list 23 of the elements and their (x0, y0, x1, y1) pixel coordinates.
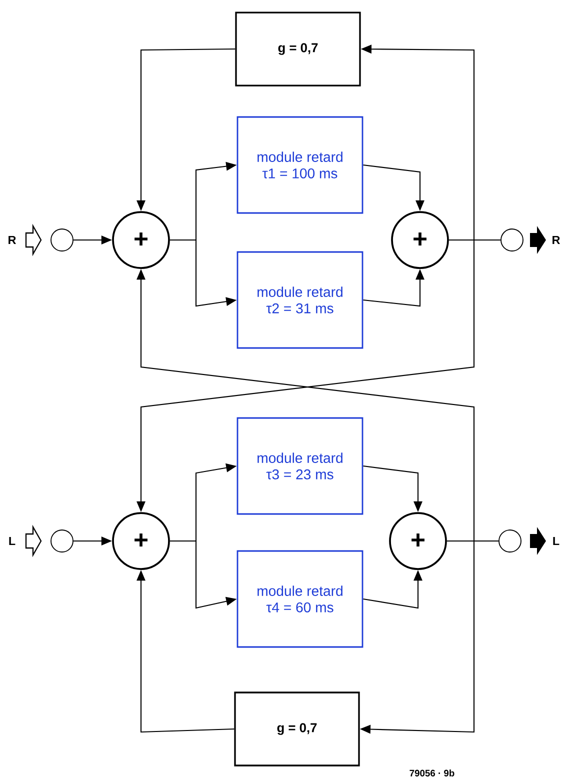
node-label: R (552, 236, 560, 244)
summing-junction: + (112, 512, 170, 570)
summing-junction: + (389, 512, 447, 570)
output-port: R (530, 226, 560, 254)
input-port: L (9, 524, 42, 558)
summing-junction: + (391, 211, 449, 269)
node-label: R (8, 236, 16, 244)
terminal-circle (498, 530, 522, 552)
summing-junction: + (112, 211, 170, 269)
node-label: L (9, 536, 16, 546)
delay-module-box: module retard τ4 = 60 ms (236, 550, 364, 648)
gain-box: g = 0,7 (234, 692, 360, 766)
output-port: L (530, 527, 560, 555)
terminal-circle (500, 228, 524, 252)
node-label: L (553, 536, 560, 546)
terminal-circle (50, 228, 74, 252)
figure-number: 79056 · 9b (410, 770, 454, 776)
delay-module-box: module retard τ3 = 23 ms (236, 417, 364, 515)
delay-module-box: module retard τ1 = 100 ms (236, 116, 364, 214)
delay-module-box: module retard τ2 = 31 ms (236, 251, 364, 349)
gain-box: g = 0,7 (235, 12, 361, 86)
input-port: R (8, 224, 42, 256)
terminal-circle (50, 530, 74, 552)
